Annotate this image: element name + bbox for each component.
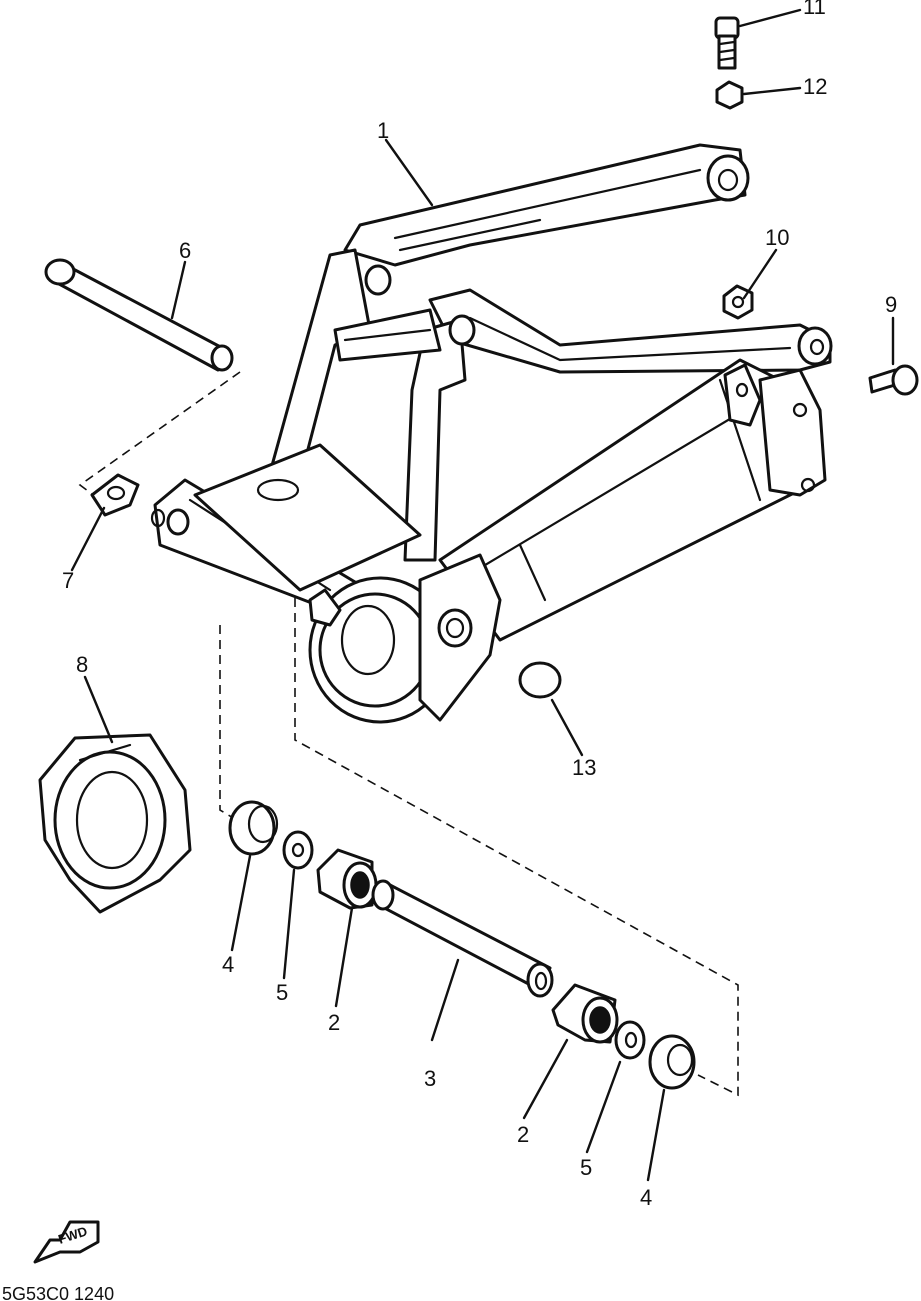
part-11-bolt	[714, 16, 740, 70]
part-5-washer-left	[282, 830, 314, 870]
label-part-9: 9	[885, 292, 897, 317]
label-part-3: 3	[424, 1066, 436, 1091]
part-4-seal-left	[228, 800, 279, 856]
label-part-1: 1	[377, 118, 389, 143]
label-part-2-right: 2	[517, 1122, 529, 1147]
label-part-7: 7	[62, 568, 74, 593]
label-part-8: 8	[76, 652, 88, 677]
part-2-bearing-right	[551, 983, 619, 1044]
label-part-5-left: 5	[276, 980, 288, 1005]
label-part-10: 10	[765, 225, 789, 250]
part-5-washer-right	[614, 1020, 646, 1060]
label-part-13: 13	[572, 755, 596, 780]
label-part-4-right: 4	[640, 1185, 652, 1210]
part-10-nut	[722, 284, 754, 320]
label-part-11: 11	[803, 0, 826, 19]
part-8-boot	[38, 733, 192, 914]
leader-lines	[70, 8, 895, 1182]
part-9-bolt	[868, 364, 919, 396]
part-7-plate	[90, 473, 140, 517]
diagram-code: 5G53C0 1240	[2, 1284, 114, 1301]
label-part-4-left: 4	[222, 952, 234, 977]
part-2-bearing-left	[316, 848, 378, 910]
label-part-12: 12	[803, 74, 827, 99]
forward-arrow-icon: FWD	[33, 1220, 100, 1264]
callout-numbers: 1 6 7 8 10 9 11 12 13 4 5 2 3 2 5 4	[62, 0, 897, 1210]
swingarm-body	[150, 358, 827, 724]
label-part-5-right: 5	[580, 1155, 592, 1180]
part-6-pivot-shaft	[44, 258, 234, 372]
label-part-6: 6	[179, 238, 191, 263]
part-4-seal-right	[648, 1034, 696, 1090]
label-part-2-left: 2	[328, 1010, 340, 1035]
part-3-collar	[371, 879, 554, 998]
part-12-nut	[715, 80, 744, 110]
part-13-cap	[518, 661, 562, 699]
